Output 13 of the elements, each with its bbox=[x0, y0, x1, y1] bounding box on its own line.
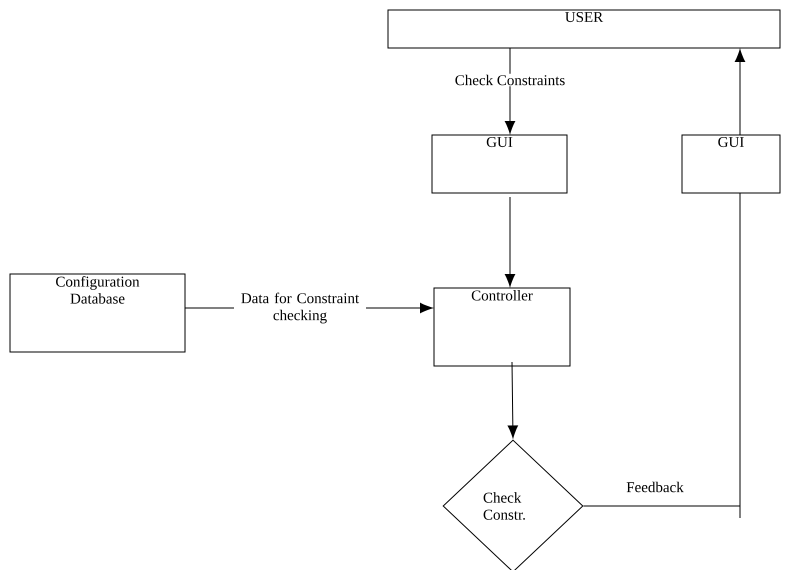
arrow bbox=[734, 49, 746, 136]
edge-label: Data for Constraint checking bbox=[234, 292, 366, 324]
database-box: Configuration Database bbox=[10, 274, 186, 352]
edge-label: Check Constraints bbox=[454, 74, 566, 86]
arrow bbox=[504, 48, 516, 134]
interface-box: GUI bbox=[432, 134, 568, 194]
process-box: Controller bbox=[434, 287, 570, 366]
arrow bbox=[508, 361, 518, 438]
arrow bbox=[504, 196, 516, 287]
edge-label: Feedback bbox=[626, 482, 684, 492]
actor-box: USER bbox=[388, 10, 780, 48]
interface-box: GUI bbox=[682, 134, 780, 194]
arrow bbox=[583, 192, 740, 518]
